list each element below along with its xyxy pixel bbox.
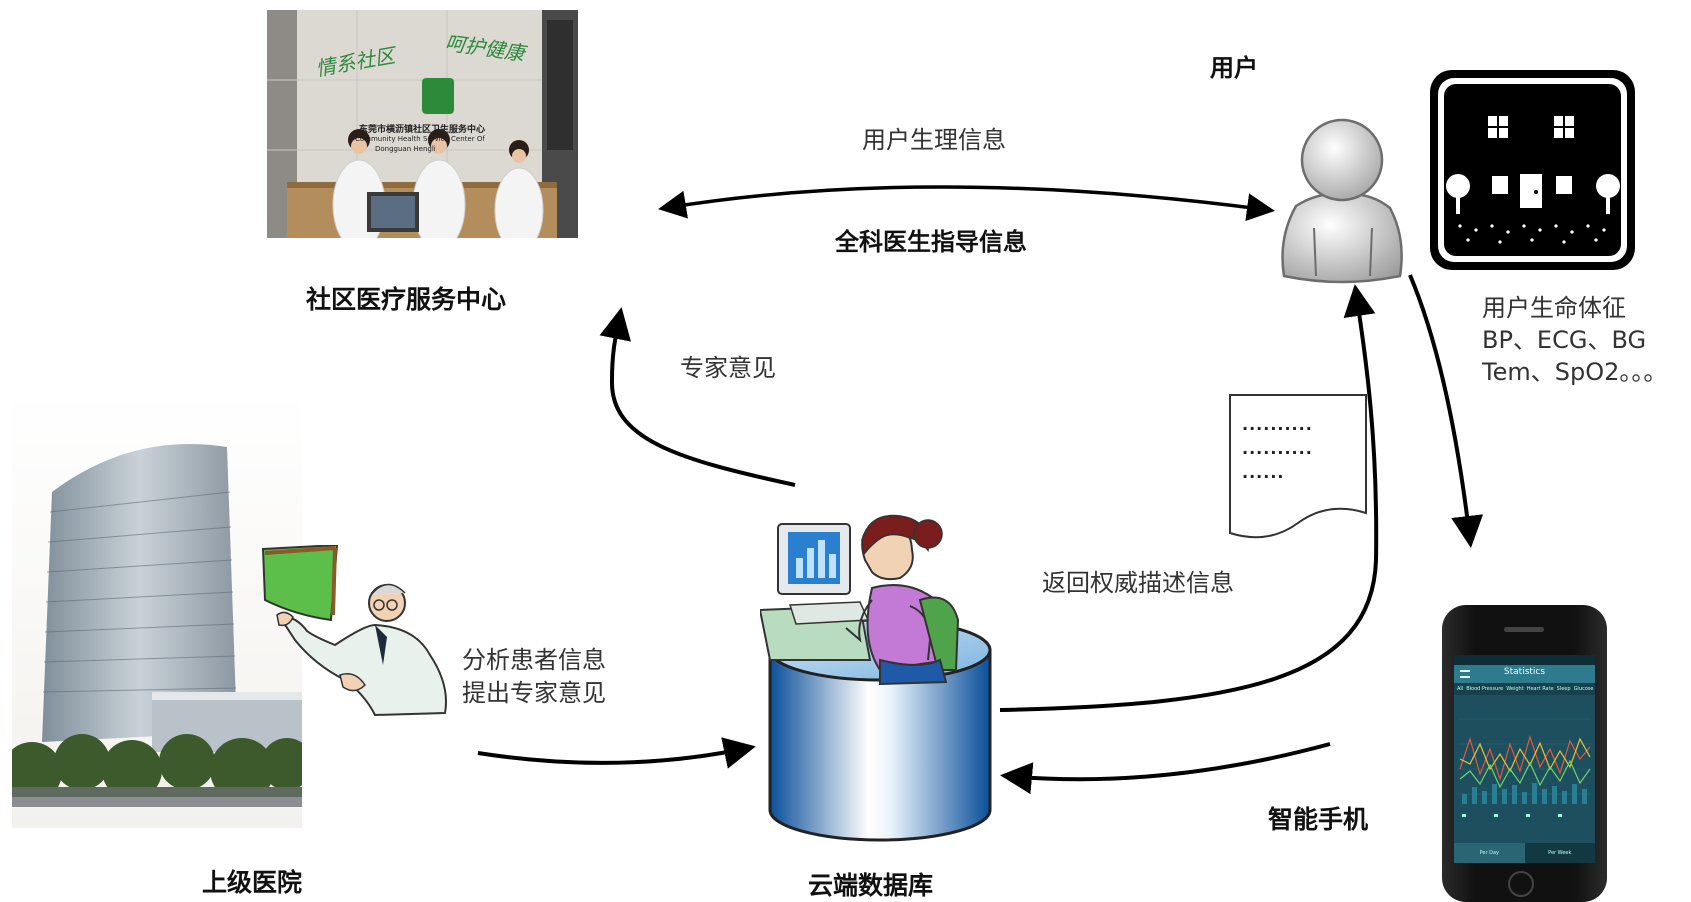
phone-tab-sleep[interactable]: Sleep (1556, 686, 1571, 692)
community-center-photo: 情系社区 呵护健康 东莞市横沥镇社区卫生服务中心 Community Healt… (267, 10, 578, 238)
user-icon-art (1281, 118, 1403, 284)
arrow-expert-opinion (599, 307, 796, 487)
expert-opinion-label: 专家意见 (680, 354, 776, 382)
user-physio-info-label: 用户生理信息 (862, 126, 1006, 154)
document-icon: .......... .......... ...... (1228, 393, 1368, 545)
superior-hospital-label: 上级医院 (202, 868, 303, 897)
smartphone-label: 智能手机 (1268, 805, 1369, 834)
arrow-center-user (658, 185, 1275, 222)
phone-app-title: Statistics (1503, 667, 1546, 677)
community-center-label: 社区医疗服务中心 (306, 285, 507, 314)
arrow-phone-cloud (1000, 742, 1331, 795)
cloud-database-label: 云端数据库 (808, 871, 934, 900)
phone-tab-bar: All Blood Pressure Weight Heart Rate Sle… (1454, 683, 1595, 695)
phone-speaker (1504, 627, 1544, 632)
home-icon (1430, 70, 1635, 270)
photo-sign-en2: Dongguan Hengli (375, 145, 436, 153)
phone-tab-weight[interactable]: Weight (1506, 686, 1524, 692)
phone-chart-line-red (1459, 734, 1591, 782)
phone-footer: Per Day Per Week (1454, 843, 1595, 863)
phone-chart-line-green (1459, 759, 1591, 789)
phone-footer-left[interactable]: Per Day (1454, 843, 1525, 863)
document-line-2: .......... (1242, 439, 1313, 458)
phone-tab-hr[interactable]: Heart Rate (1526, 686, 1554, 692)
cloud-database-art (760, 514, 992, 842)
hospital-building (12, 392, 302, 828)
user-label: 用户 (1210, 54, 1258, 82)
phone-tab-all[interactable]: All (1457, 686, 1464, 692)
expert-doctor-clipart (255, 545, 460, 720)
phone-footer-right[interactable]: Per Week (1548, 850, 1572, 856)
arrow-return-info (999, 284, 1379, 712)
document-icon-shape (1229, 394, 1367, 539)
analyze-label-line1: 分析患者信息 (462, 646, 606, 674)
vitals-line3: Tem、SpO2。。。 (1482, 358, 1668, 386)
hospital-building-art (12, 392, 302, 828)
phone-home-button[interactable] (1508, 871, 1534, 897)
phone-screen: Statistics All Blood Pressure Weight Hea… (1454, 655, 1595, 863)
return-info-label: 返回权威描述信息 (1042, 569, 1234, 597)
smartphone-icon: Statistics All Blood Pressure Weight Hea… (1442, 605, 1607, 902)
home-icon-art (1438, 78, 1627, 262)
arrow-user-phone (1408, 274, 1484, 548)
expert-doctor-art (261, 545, 447, 717)
photo-sign-en1: Community Health Service Center Of (355, 135, 485, 143)
document-line-1: .......... (1242, 415, 1313, 434)
user-icon (1278, 108, 1406, 284)
phone-app-header (1454, 665, 1595, 683)
vitals-line1: 用户生命体征 (1482, 294, 1626, 322)
document-line-3: ...... (1242, 463, 1285, 482)
cloud-database-icon (760, 510, 1000, 850)
phone-chart (1458, 718, 1591, 817)
community-center-photo-art (267, 10, 578, 238)
arrow-hospital-cloud (477, 737, 756, 769)
phone-status-bar (1454, 655, 1595, 665)
analyze-label-line2: 提出专家意见 (462, 679, 606, 707)
phone-tab-bp[interactable]: Blood Pressure (1466, 686, 1504, 692)
menu-icon[interactable] (1460, 670, 1470, 678)
gp-guidance-label: 全科医生指导信息 (835, 228, 1027, 256)
photo-sign-cn: 东莞市横沥镇社区卫生服务中心 (359, 125, 486, 135)
phone-tab-glucose[interactable]: Glucose (1573, 686, 1594, 692)
vitals-line2: BP、ECG、BG (1482, 326, 1647, 354)
